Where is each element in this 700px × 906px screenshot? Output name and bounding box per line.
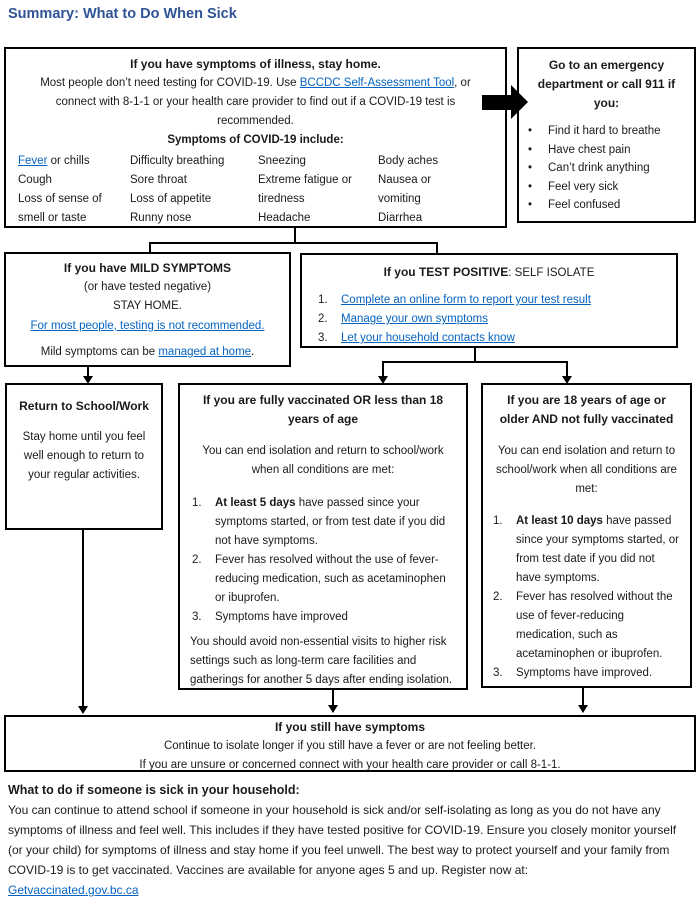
symptom-item: Loss of sense of smell or taste	[18, 193, 102, 224]
household-heading: What to do if someone is sick in your ho…	[8, 783, 300, 797]
fully-vaccinated-conditions: 1.At least 5 days have passed since your…	[190, 494, 456, 627]
not-fully-vaccinated-conditions: 1.At least 10 days have passed since you…	[491, 512, 682, 683]
test-positive-steps: 1.Complete an online form to report your…	[302, 291, 676, 348]
mild-box-line: STAY HOME.	[112, 300, 182, 313]
emergency-box-heading: Go to an emergency department or call 91…	[537, 58, 676, 110]
household-section: What to do if someone is sick in your ho…	[8, 780, 694, 900]
list-item: 2.Fever has resolved without the use of …	[192, 554, 446, 604]
still-symptoms-heading: If you still have symptoms	[274, 720, 426, 734]
report-test-result-link[interactable]: Complete an online form to report your t…	[341, 294, 591, 306]
fever-link[interactable]: Fever	[18, 155, 48, 167]
symptoms-grid: Fever or chills Cough Loss of sense of s…	[6, 152, 505, 228]
list-item: •Can’t drink anything	[524, 159, 689, 178]
not-fully-vaccinated-intro: You can end isolation and return to scho…	[496, 445, 677, 495]
bullet-icon: •	[528, 162, 533, 174]
symptom-item: Headache	[258, 212, 311, 224]
page-title: Summary: What to Do When Sick	[8, 6, 237, 22]
manage-symptoms-link[interactable]: Manage your own symptoms	[341, 313, 489, 325]
test-positive-box: If you TEST POSITIVE: SELF ISOLATE 1.Com…	[300, 253, 678, 348]
list-item: 2.Manage your own symptoms	[318, 310, 676, 329]
symptom-item: Difficulty breathing	[130, 155, 225, 167]
list-item: 1.At least 5 days have passed since your…	[192, 497, 446, 547]
fully-vaccinated-heading: If you are fully vaccinated OR less than…	[202, 393, 444, 426]
list-item: 1.At least 10 days have passed since you…	[493, 515, 679, 584]
symptom-item: Runny nose	[130, 212, 192, 224]
symptom-item: Body aches	[378, 155, 439, 167]
return-box-body: Stay home until you feel well enough to …	[22, 431, 146, 481]
still-symptoms-line: If you are unsure or concerned connect w…	[139, 759, 561, 771]
list-item: 3.Let your household contacts know	[318, 329, 676, 348]
list-item: 3.Symptoms have improved	[192, 611, 348, 623]
symptoms-list-heading: Symptoms of COVID-19 include:	[167, 134, 344, 146]
test-positive-heading: If you TEST POSITIVE: SELF ISOLATE	[383, 265, 595, 279]
bullet-icon: •	[528, 143, 533, 156]
symptom-item: Diarrhea	[378, 212, 423, 224]
bccdc-self-assessment-link[interactable]: BCCDC Self-Assessment Tool	[299, 77, 455, 89]
bullet-icon: •	[528, 125, 533, 137]
symptoms-column-3: Sneezing Extreme fatigue or tiredness He…	[258, 152, 378, 228]
symptom-item: Fever or chills	[18, 155, 90, 167]
symptom-item: Nausea or vomiting	[378, 174, 432, 205]
mild-box-line: Mild symptoms can be managed at home.	[40, 345, 255, 358]
mild-box-heading: If you have MILD SYMPTOMS	[63, 261, 232, 275]
mild-symptoms-box: If you have MILD SYMPTOMS (or have teste…	[4, 252, 291, 367]
symptom-item: Loss of appetite	[130, 193, 212, 205]
symptoms-box-heading: If you have symptoms of illness, stay ho…	[130, 57, 381, 71]
emergency-box: Go to an emergency department or call 91…	[517, 47, 696, 223]
return-box: Return to School/Work Stay home until yo…	[5, 383, 163, 530]
list-item: •Find it hard to breathe	[524, 122, 689, 141]
bullet-icon: •	[528, 180, 533, 193]
symptom-item: Cough	[18, 174, 52, 186]
list-item: 1.Complete an online form to report your…	[318, 291, 676, 310]
list-item: •Feel very sick	[524, 178, 689, 197]
list-item: •Have chest pain	[524, 141, 689, 160]
fully-vaccinated-intro: You can end isolation and return to scho…	[202, 445, 444, 476]
mild-box-line: (or have tested negative)	[83, 281, 212, 294]
fully-vaccinated-box: If you are fully vaccinated OR less than…	[178, 383, 468, 690]
list-item: 3.Symptoms have improved.	[493, 667, 653, 679]
symptoms-column-2: Difficulty breathing Sore throat Loss of…	[130, 152, 258, 228]
not-fully-vaccinated-heading: If you are 18 years of age or older AND …	[499, 393, 674, 426]
household-contacts-link[interactable]: Let your household contacts know	[341, 332, 515, 344]
symptoms-column-1: Fever or chills Cough Loss of sense of s…	[18, 152, 130, 228]
not-fully-vaccinated-box: If you are 18 years of age or older AND …	[481, 383, 692, 688]
still-symptoms-line: Continue to isolate longer if you still …	[163, 740, 537, 752]
fully-vaccinated-footer: You should avoid non-essential visits to…	[190, 636, 453, 686]
symptom-item: Extreme fatigue or tiredness	[258, 174, 352, 205]
symptoms-column-4: Body aches Nausea or vomiting Diarrhea	[378, 152, 468, 228]
emergency-bullet-list: •Find it hard to breathe •Have chest pai…	[524, 122, 689, 215]
managed-at-home-link[interactable]: managed at home	[158, 345, 252, 358]
household-body: You can continue to attend school if som…	[8, 803, 677, 897]
still-symptoms-box: If you still have symptoms Continue to i…	[4, 715, 696, 772]
symptoms-box: If you have symptoms of illness, stay ho…	[4, 47, 507, 228]
testing-not-recommended-link[interactable]: For most people, testing is not recommen…	[30, 319, 265, 332]
list-item: •Feel confused	[524, 196, 689, 215]
return-box-heading: Return to School/Work	[19, 399, 149, 413]
symptoms-box-paragraph: Most people don’t need testing for COVID…	[40, 77, 471, 127]
symptom-item: Sore throat	[130, 174, 187, 186]
get-vaccinated-link[interactable]: Getvaccinated.gov.bc.ca	[8, 883, 139, 897]
mild-box-line: For most people, testing is not recommen…	[6, 317, 289, 336]
symptom-item: Sneezing	[258, 155, 306, 167]
list-item: 2.Fever has resolved without the use of …	[493, 591, 673, 660]
bullet-icon: •	[528, 199, 533, 211]
